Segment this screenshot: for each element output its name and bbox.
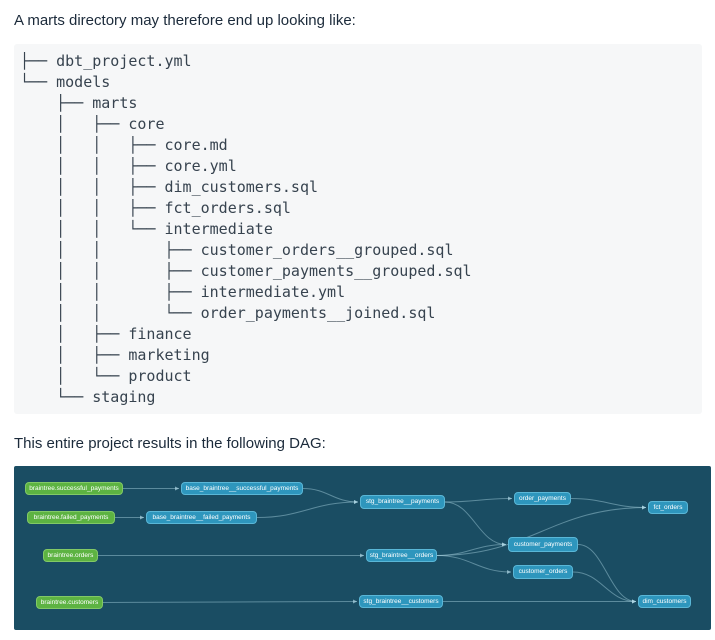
intro-paragraph: A marts directory may therefore end up l… [14,12,356,29]
dag-edge-stg_orders-to-fct_orders [436,505,647,556]
dag-node-src_successful_payments: braintree.successful_payments [25,482,123,495]
directory-tree-code-block: ├── dbt_project.yml └── models ├── marts… [14,44,702,414]
dag-edge-stg_orders-to-customer_payments [436,542,507,556]
dag-node-stg_payments: stg_braintree__payments [360,495,445,509]
dag-node-fct_orders: fct_orders [648,501,688,514]
dag-intro-paragraph: This entire project results in the follo… [14,435,326,452]
dag-node-src_customers: braintree.customers [36,596,103,609]
dag-edge-customer_payments-to-dim_customers [577,544,637,604]
dag-node-customer_payments: customer_payments [508,537,578,552]
dag-node-src_failed_payments: braintree.failed_payments [27,511,115,524]
dag-node-stg_customers: stg_braintree__customers [359,595,443,608]
dag-node-base_failed_payments: base_braintree__failed_payments [146,511,257,524]
dag-edges-layer [98,486,647,604]
dag-edge-src_customers-to-stg_customers [102,599,358,604]
dag-node-dim_customers: dim_customers [638,595,691,608]
dag-edge-order_payments-to-fct_orders [570,498,647,510]
dag-node-stg_orders: stg_braintree__orders [366,549,437,562]
dag-node-customer_orders: customer_orders [513,565,573,579]
dag-edge-base_successful_payments-to-stg_payments [302,488,359,504]
dag-node-base_successful_payments: base_braintree__successful_payments [181,482,303,495]
dag-edge-stg_orders-to-customer_orders [436,555,512,574]
dag-node-src_orders: braintree.orders [43,549,98,562]
dag-edge-customer_orders-to-dim_customers [572,571,637,604]
dag-edge-stg_payments-to-order_payments [444,496,513,503]
dbt-dag-image: braintree.successful_payments braintree.f… [14,466,711,630]
dag-edge-base_failed_payments-to-stg_payments [256,500,359,518]
dag-node-order_payments: order_payments [514,492,571,505]
dag-edge-stg_payments-to-customer_payments [444,501,507,547]
